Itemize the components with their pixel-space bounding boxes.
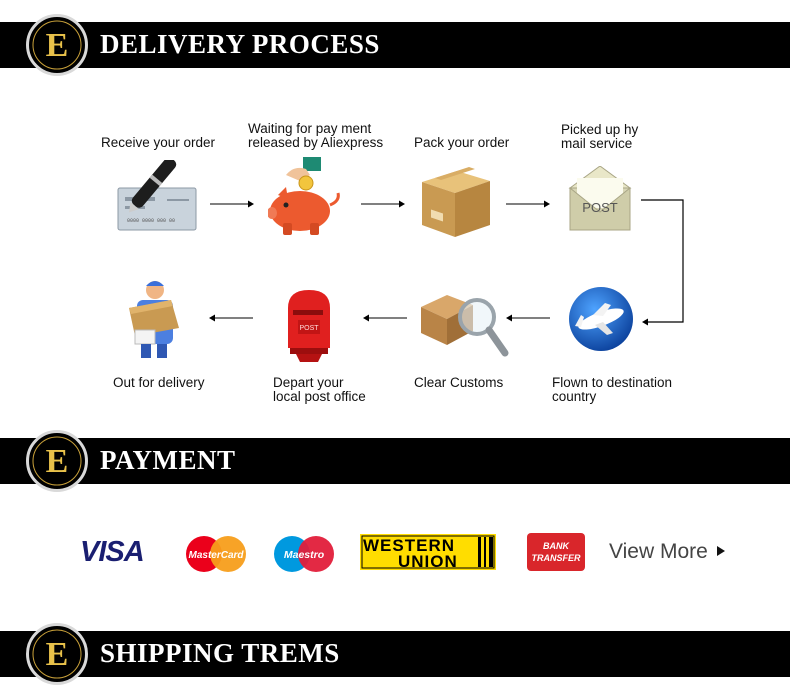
arrow-turn-down [641, 199, 684, 326]
brand-logo-letter: E [46, 636, 69, 673]
check-pen-icon: 0000 0000 000 00 [117, 160, 197, 231]
brand-logo-letter: E [46, 27, 69, 64]
arrow-left-1 [506, 314, 550, 322]
mastercard-text: MasterCard [188, 550, 244, 561]
section-title: PAYMENT [100, 445, 236, 475]
arrow-left-3 [209, 314, 253, 322]
post-envelope-text: POST [582, 200, 617, 215]
western-union-logo: WESTERN UNION [360, 534, 496, 570]
arrow-right-2 [361, 200, 405, 208]
bank-text-2: TRANSFER [532, 553, 581, 563]
post-box-text: POST [299, 325, 319, 332]
arrow-right-1 [210, 200, 254, 208]
post-box-icon: POST [288, 290, 330, 362]
step-label-customs: Clear Customs [414, 375, 504, 390]
post-envelope-icon: POST [568, 166, 632, 231]
view-more-label: View More [609, 540, 708, 563]
western-union-text-1: WESTERN [363, 536, 455, 555]
brand-logo-icon: E [26, 430, 88, 492]
piggy-bank-icon [268, 157, 340, 235]
brand-logo-letter: E [46, 443, 69, 480]
check-numbers: 0000 0000 000 00 [127, 218, 175, 224]
visa-logo: VISA [80, 536, 145, 568]
bank-text-1: BANK [543, 541, 570, 551]
step-label-receive: Receive your order [101, 135, 216, 150]
box-magnifier-icon [421, 295, 509, 357]
brand-logo-icon: E [26, 14, 88, 76]
section-title: DELIVERY PROCESS [100, 29, 380, 59]
mastercard-logo: MasterCard [186, 536, 246, 572]
section-header-delivery: E DELIVERY PROCESS [0, 14, 790, 76]
view-more-link[interactable]: View More [609, 540, 726, 564]
arrow-left-2 [363, 314, 407, 322]
arrow-right-3 [506, 200, 550, 208]
maestro-logo: Maestro [274, 536, 334, 572]
delivery-man-icon [129, 281, 179, 358]
section-header-payment: E PAYMENT [0, 430, 790, 492]
step-label-out-for-delivery: Out for delivery [113, 375, 205, 390]
package-box-icon [422, 167, 490, 237]
airplane-icon [569, 287, 633, 351]
brand-logo-icon: E [26, 623, 88, 685]
western-union-text-2: UNION [398, 552, 458, 570]
bank-transfer-logo: BANK TRANSFER [527, 533, 585, 571]
step-label-pack: Pack your order [414, 135, 510, 150]
section-title: SHIPPING TREMS [100, 638, 340, 668]
section-header-shipping: E SHIPPING TREMS [0, 623, 790, 685]
play-triangle-icon [716, 546, 725, 556]
maestro-text: Maestro [284, 549, 325, 561]
